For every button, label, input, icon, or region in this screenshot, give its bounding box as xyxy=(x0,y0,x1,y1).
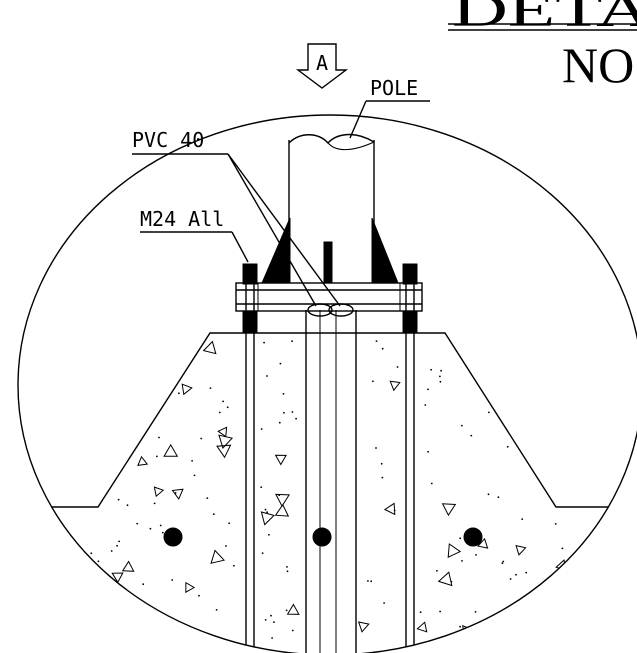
rebar-left xyxy=(163,527,183,547)
title-block: DETA NO xyxy=(448,0,637,93)
title-line-1: DETA xyxy=(452,0,637,37)
pvc-label: PVC 40 xyxy=(132,128,204,152)
view-marker-letter: A xyxy=(316,51,328,75)
detail-circle xyxy=(17,114,637,653)
bolt-label: M24 All xyxy=(140,207,224,231)
pole-label: POLE xyxy=(370,76,418,100)
pvc-label-group: PVC 40 xyxy=(132,128,341,307)
rebar-right xyxy=(463,527,483,547)
title-line-2: NO xyxy=(562,37,634,93)
pvc-conduit-left-end xyxy=(307,303,333,317)
rebar-center xyxy=(312,527,332,547)
pole-label-group: POLE xyxy=(349,76,430,139)
gusset-right xyxy=(371,217,399,284)
conduit-sleeve xyxy=(305,310,357,653)
gusset-center xyxy=(323,241,333,284)
detail-content xyxy=(18,133,637,653)
concrete-foundation xyxy=(18,332,637,508)
concrete-hatch xyxy=(26,340,636,651)
pvc-conduit-right-end xyxy=(328,303,354,317)
anchor-bolt-right xyxy=(402,263,418,653)
gusset-left xyxy=(261,217,291,284)
anchor-bolt-left xyxy=(242,263,258,653)
view-marker-arrow: A xyxy=(295,43,349,89)
bolt-label-group: M24 All xyxy=(140,207,249,263)
